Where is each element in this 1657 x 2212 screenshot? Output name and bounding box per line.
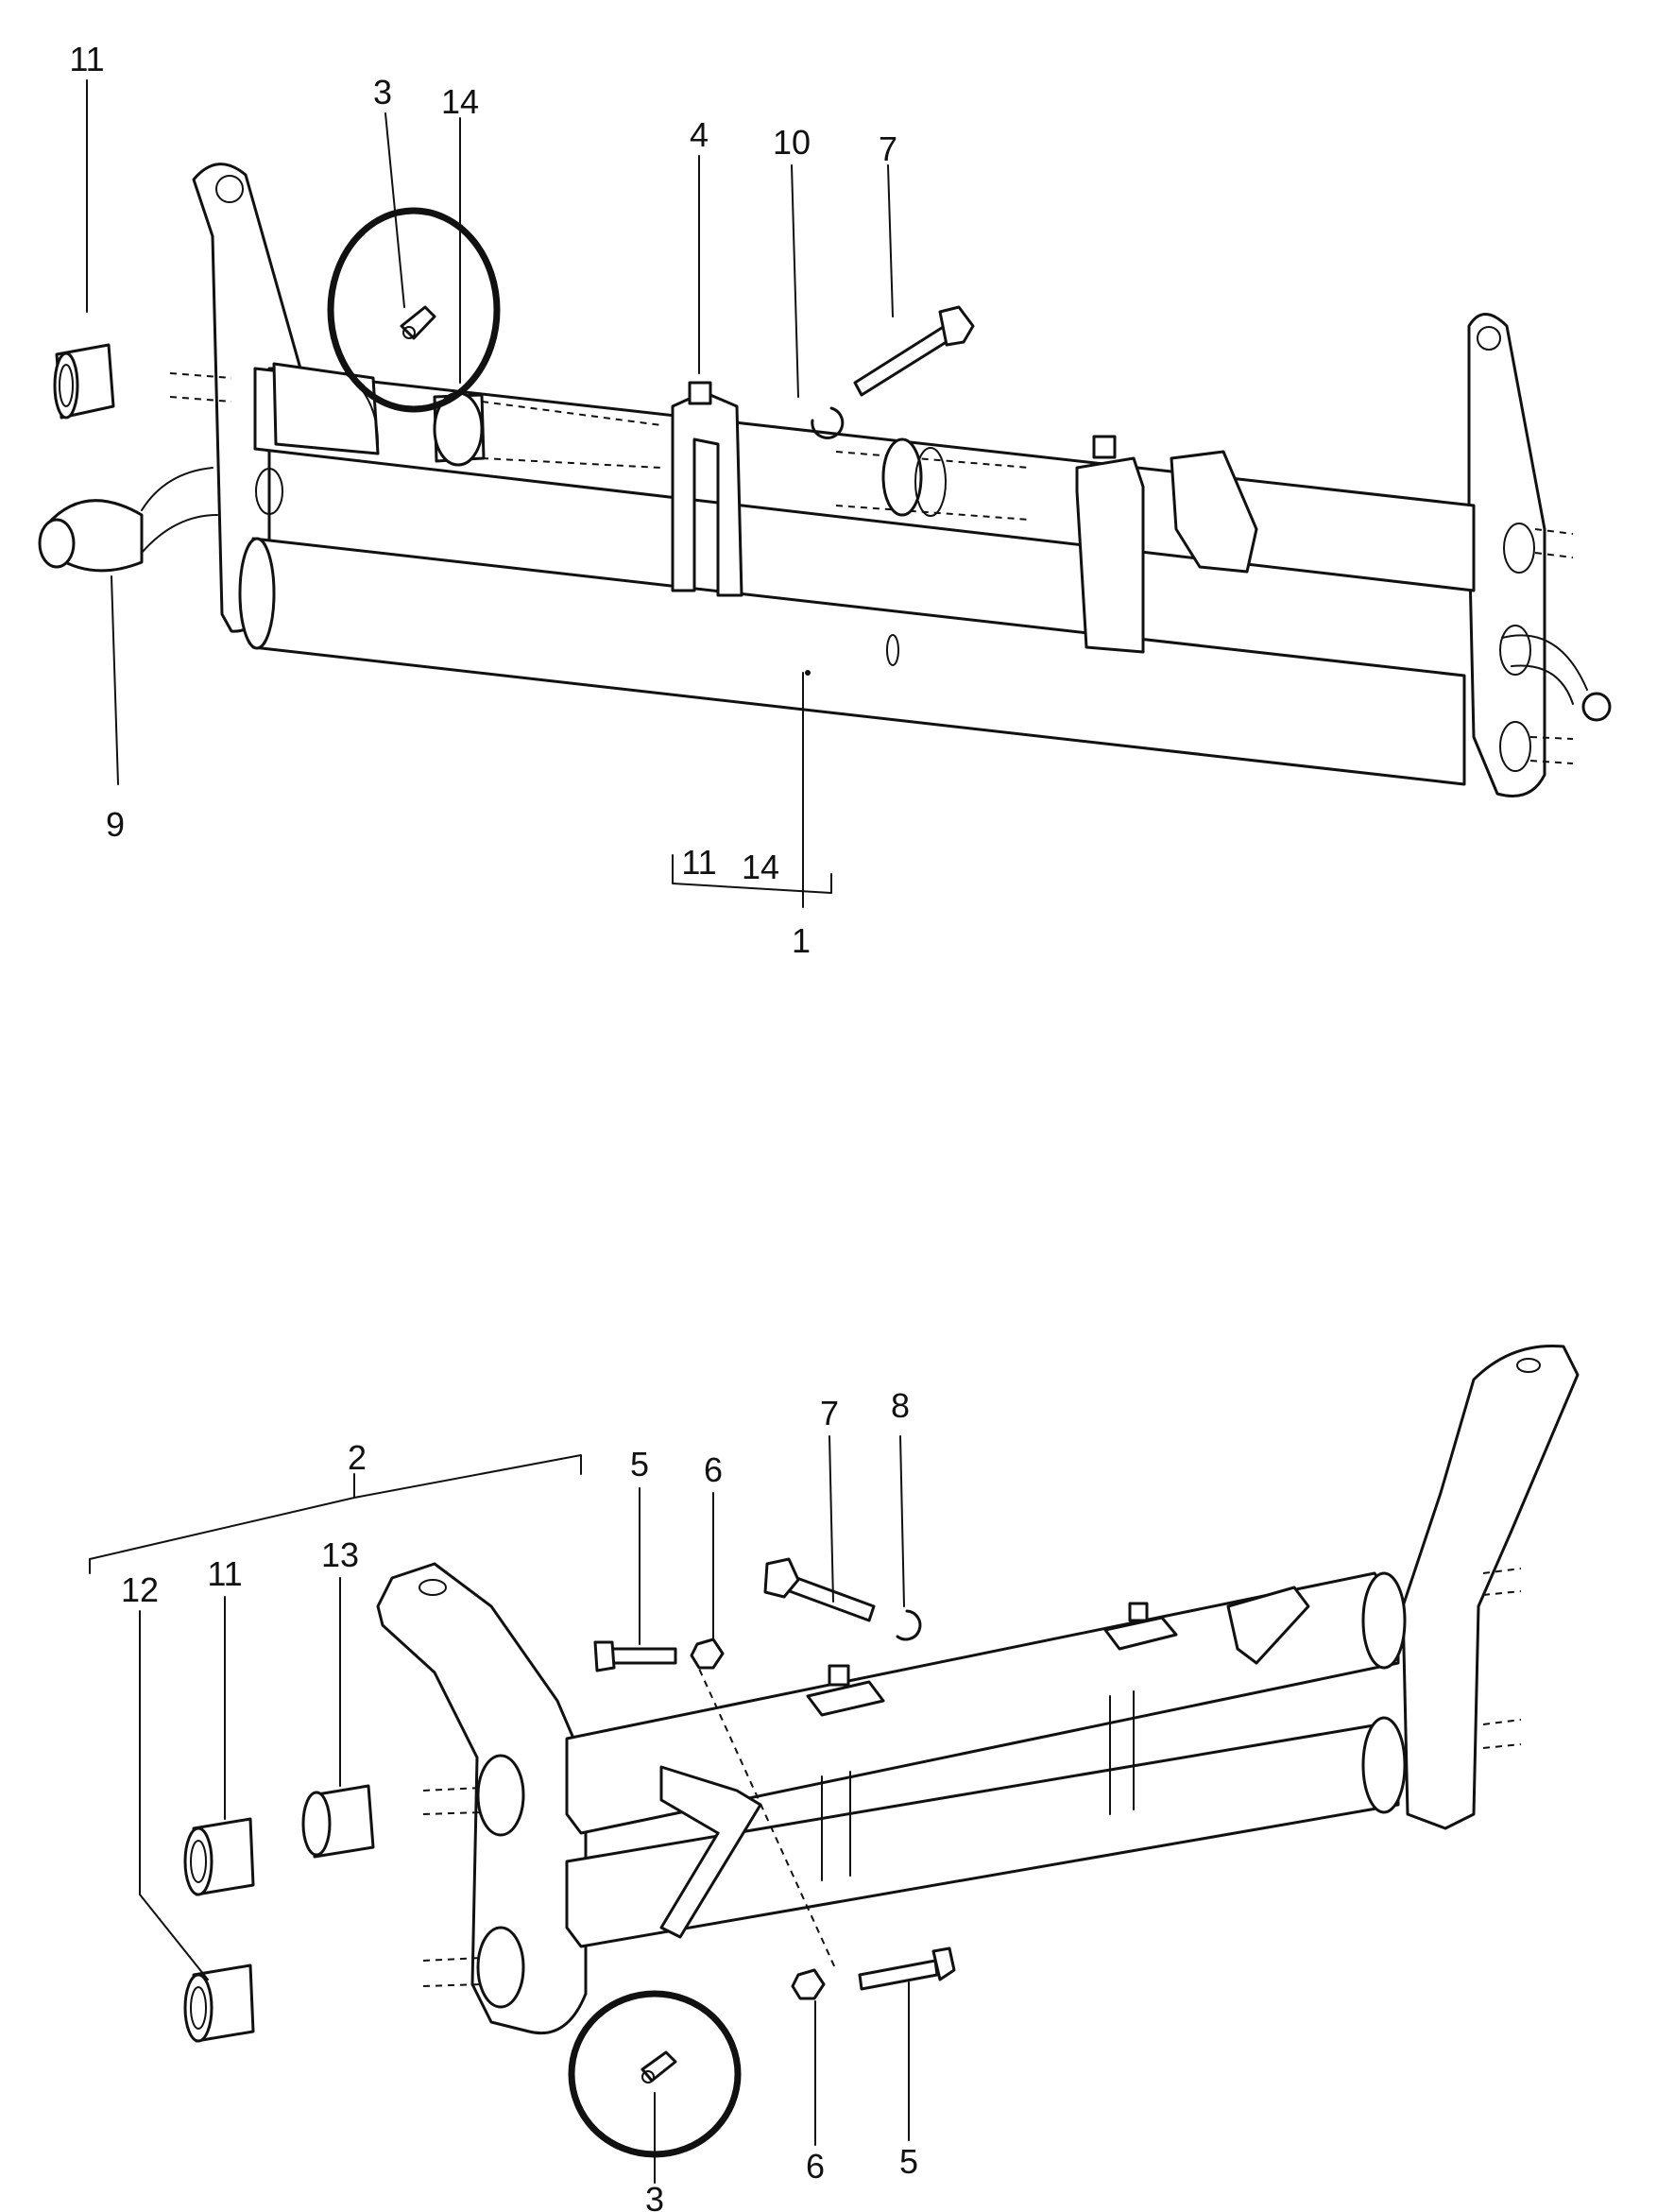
label-3: 3	[645, 2180, 664, 2212]
lower-center-bracket-a	[806, 1680, 885, 1717]
upper-torsion-tube-bottom	[251, 537, 1466, 786]
label-11: 11	[681, 843, 716, 882]
label-9: 9	[106, 805, 125, 844]
label-3: 3	[373, 73, 392, 111]
label-5: 5	[630, 1445, 649, 1483]
upper-dust-cap-9	[38, 467, 218, 573]
label-5: 5	[899, 2142, 918, 2181]
lower-needle-bearing-11	[183, 1817, 255, 1896]
lower-nut-6-lower	[791, 1968, 826, 2000]
label-7: 7	[820, 1394, 839, 1432]
lower-circlip-8	[896, 1609, 922, 1641]
upper-clamp-4	[671, 390, 743, 597]
label-7: 7	[879, 129, 897, 168]
lower-nut-6-upper	[690, 1638, 725, 1670]
upper-circlip-10	[811, 406, 845, 439]
lower-right-side-plate	[1401, 1344, 1580, 1830]
label-4: 4	[690, 115, 709, 154]
upper-center-clamp	[1075, 456, 1145, 654]
upper-right-mount-bracket	[1170, 450, 1258, 574]
label-12: 12	[121, 1570, 159, 1609]
lower-needle-bearing-12	[183, 1963, 255, 2043]
lower-grease-nipple-3	[641, 2050, 677, 2083]
label-14: 14	[742, 848, 779, 886]
label-14: 14	[441, 82, 479, 121]
label-10: 10	[773, 123, 811, 162]
label-2: 2	[348, 1438, 367, 1477]
lower-bolt-5-upper	[593, 1640, 677, 1672]
upper-right-bushing	[881, 437, 923, 517]
upper-left-bearing-sleeve	[272, 362, 380, 455]
upper-axle-assembly: 11 3 14 4 10 7 9 11 14 1	[38, 40, 1612, 960]
lower-right-clamp	[1226, 1586, 1310, 1665]
label-6: 6	[806, 2147, 825, 2186]
lower-bolt-5-lower	[858, 1946, 956, 1991]
upper-needle-bearing-11	[53, 343, 115, 420]
upper-torsion-tube-top	[253, 367, 1476, 592]
lower-axle-assembly: 2 12 11 13 5 6 7 8 6 5 3	[89, 1344, 1580, 2212]
label-6: 6	[704, 1450, 723, 1489]
label-8: 8	[891, 1386, 910, 1425]
highlight-circle-upper-3	[327, 207, 501, 413]
lower-bolt-7	[763, 1557, 876, 1622]
upper-right-side-plate	[1467, 313, 1546, 797]
upper-right-arm-end	[1501, 634, 1588, 705]
label-1: 1	[792, 921, 811, 960]
lower-cross-tube-top	[565, 1571, 1400, 1835]
lower-bushing-13	[301, 1784, 375, 1859]
upper-grease-nipple-3	[400, 305, 436, 340]
upper-bolt-7	[853, 305, 975, 397]
label-11: 11	[207, 1554, 242, 1593]
label-11: 11	[69, 40, 104, 78]
lower-left-clamp	[659, 1765, 762, 1939]
label-13: 13	[321, 1535, 359, 1574]
